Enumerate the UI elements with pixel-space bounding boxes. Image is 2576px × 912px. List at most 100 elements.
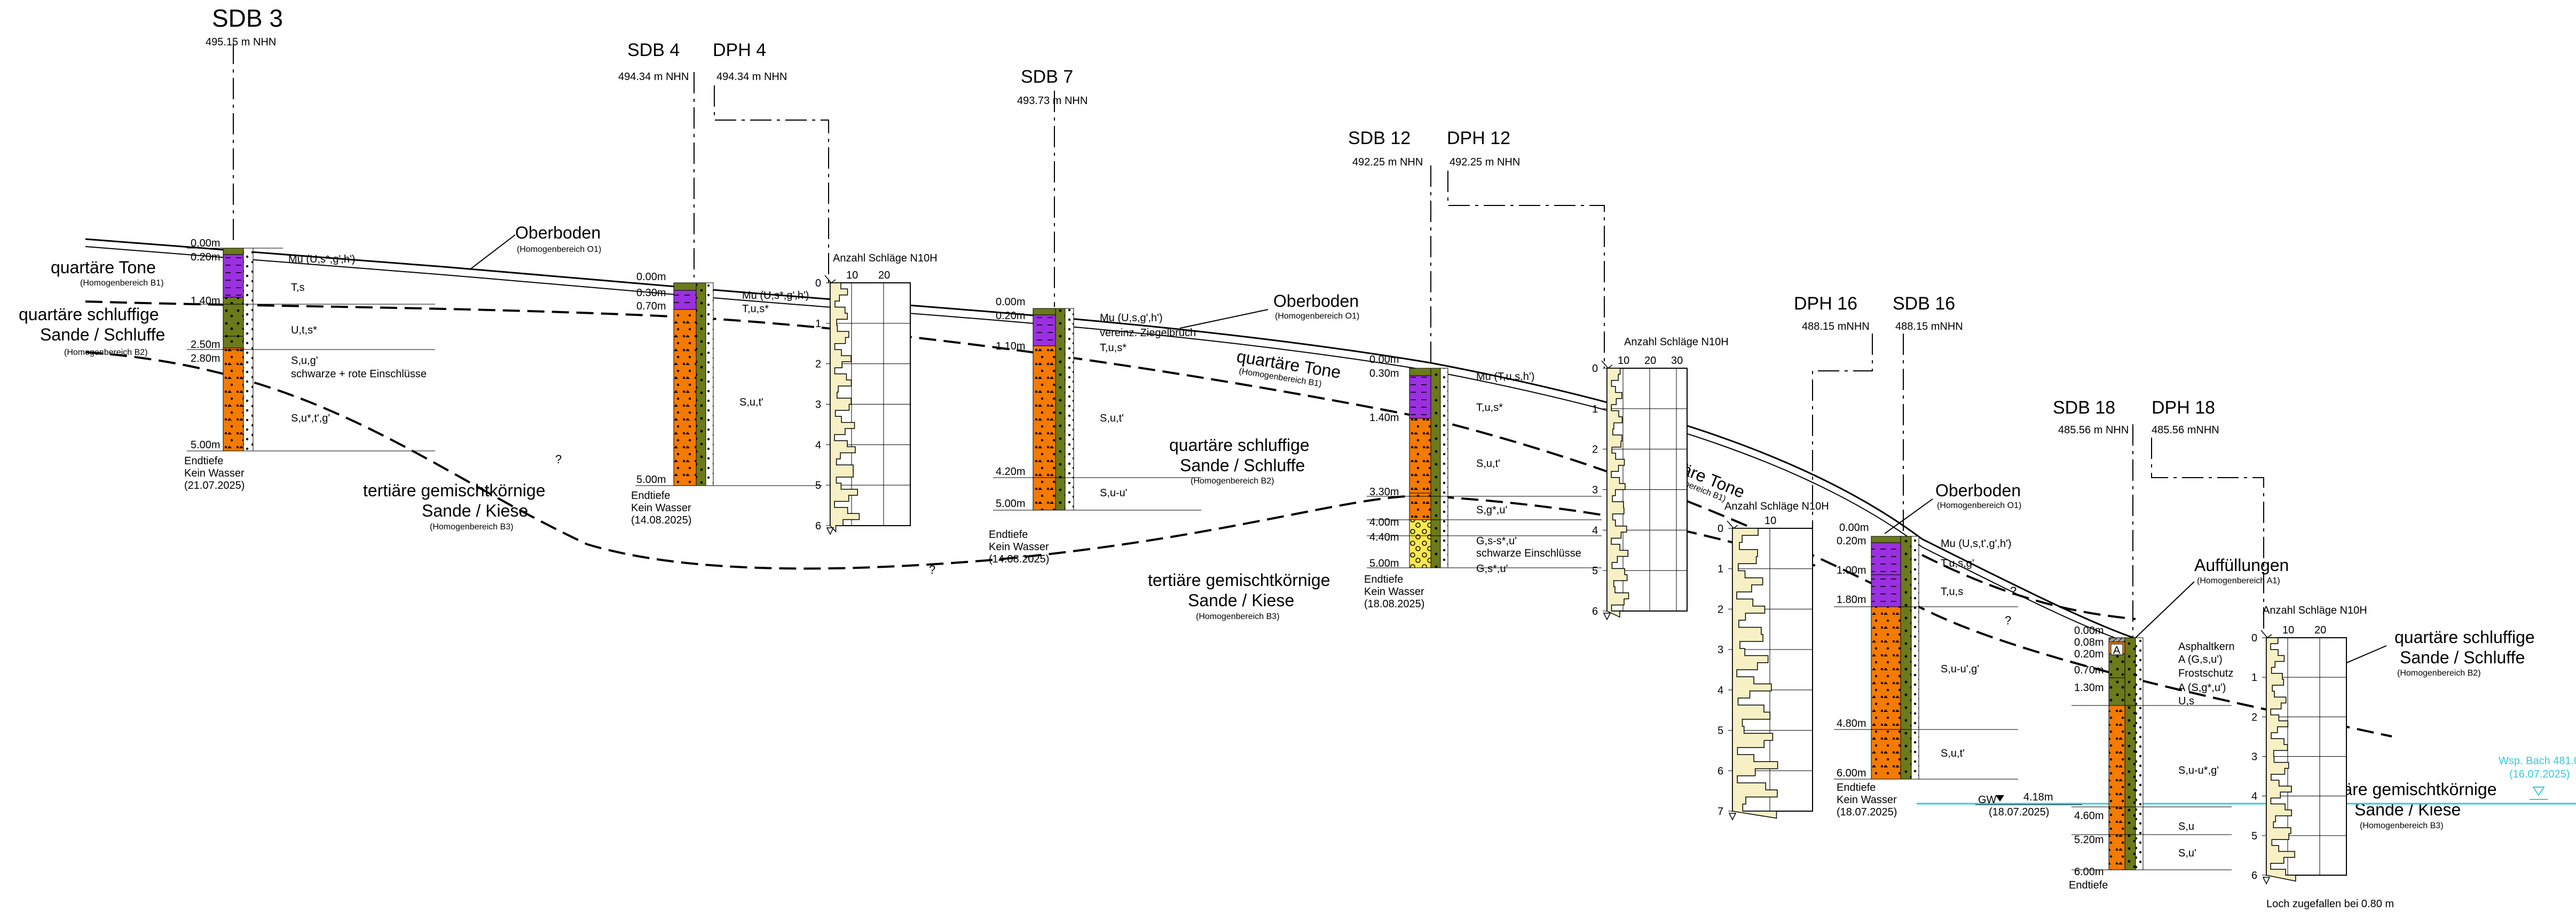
depth-0: 0.00m bbox=[636, 271, 666, 283]
layer-label-0: Asphaltkern bbox=[2178, 641, 2235, 653]
label-oberboden-1: Oberboden bbox=[515, 223, 601, 242]
borehole-sdb12: SDB 12 492.25 m NHN 0.00m 0.30m 1.40m 3.… bbox=[1348, 128, 1602, 610]
dph4-probe: DPH 4 494.34 m NHN Anzahl Schläge N10H 1… bbox=[713, 40, 938, 535]
label-oberboden-2-sub: (Homogenbereich O1) bbox=[1275, 312, 1359, 321]
label-oberboden-2: Oberboden bbox=[1273, 291, 1359, 311]
a-badge: A bbox=[2113, 645, 2121, 656]
dph-ytick: 4 bbox=[1718, 685, 1723, 696]
dph16-probe: DPH 16 488.15 mNHN Anzahl Schläge N10H 1… bbox=[1718, 294, 1873, 821]
dph-xtick: 10 bbox=[1764, 515, 1776, 527]
dph-ytick: 3 bbox=[1592, 485, 1598, 496]
layer-mu bbox=[223, 248, 244, 255]
dph-profile bbox=[1732, 528, 1778, 819]
label-tone-1-sub: (Homogenbereich B1) bbox=[80, 279, 164, 288]
dph-end-arrow bbox=[1728, 813, 1737, 821]
dph-ytick: 0 bbox=[1718, 523, 1723, 535]
dph-ytick: 1 bbox=[1718, 564, 1723, 575]
label-tert-2a: tertiäre gemischtkörnige bbox=[1148, 570, 1330, 590]
column-hatch bbox=[1900, 536, 1912, 780]
foot-1: Kein Wasser bbox=[1364, 586, 1424, 598]
layer-sand bbox=[1033, 345, 1056, 511]
layer-label-4: G,s-s*,u' bbox=[1476, 535, 1517, 547]
layer-mu bbox=[1033, 308, 1056, 315]
column-dots bbox=[1440, 368, 1448, 568]
label-sande-3b: Sande / Schluffe bbox=[2400, 648, 2525, 667]
depth-1: 0.20m bbox=[1837, 535, 1866, 547]
label-sande-2-sub: (Homogenbereich B2) bbox=[1191, 477, 1274, 486]
layer-mu bbox=[1871, 536, 1901, 543]
layer-tone bbox=[1409, 375, 1431, 419]
borehole-sdb4: SDB 4 494.34 m NHN 0.00m 0.30m 0.70m 5.0… bbox=[618, 40, 822, 526]
depth-1: 0.20m bbox=[191, 251, 220, 263]
depth-0: 0.00m bbox=[1839, 522, 1869, 534]
depth-6: 5.00m bbox=[1369, 558, 1399, 569]
layer-sand bbox=[1409, 418, 1431, 494]
dph-ytick: 5 bbox=[815, 480, 821, 491]
layer-label-4: U,s bbox=[2178, 695, 2194, 707]
layer-label-2: T,u,s bbox=[1941, 586, 1963, 598]
label-sande-3-sub: (Homogenbereich B2) bbox=[2397, 669, 2481, 678]
dph-start-arrow bbox=[824, 275, 836, 284]
depth-7: 6.00m bbox=[2074, 866, 2104, 878]
leader-auffuellungen bbox=[2135, 581, 2195, 638]
a-badge-box bbox=[2110, 644, 2123, 655]
layer-label-6: S,u bbox=[2178, 821, 2194, 832]
depth-5: 5.00m bbox=[191, 439, 220, 451]
dph-ytick: 1 bbox=[2251, 672, 2257, 684]
dph-ytick: 4 bbox=[2251, 791, 2257, 803]
dph-leader bbox=[1447, 171, 1605, 368]
foot-0: Endtiefe bbox=[184, 455, 223, 467]
dph-elev: 488.15 mNHN bbox=[1802, 321, 1870, 332]
dph-ytick: 6 bbox=[1592, 606, 1598, 617]
label-sande-1b: Sande / Schluffe bbox=[40, 325, 165, 344]
dph-ytick: 5 bbox=[1718, 725, 1723, 737]
bach-water-symbol bbox=[2530, 787, 2548, 804]
leader-oberboden-3 bbox=[1884, 498, 1933, 534]
column-dots bbox=[2135, 637, 2144, 870]
dph-title: DPH 16 bbox=[1794, 294, 1857, 314]
borehole-elev: 488.15 mNHN bbox=[1895, 321, 1963, 332]
depth-3: 0.70m bbox=[2074, 664, 2104, 676]
borehole-title: SDB 16 bbox=[1893, 294, 1955, 314]
layer-sand-1 bbox=[2108, 705, 2125, 807]
borehole-elev: 493.73 m NHN bbox=[1017, 95, 1088, 107]
borehole-sdb7: SDB 7 493.73 m NHN 0.00m 0.20m 1.10m 4.2… bbox=[989, 67, 1201, 565]
sande-base-line bbox=[85, 351, 1816, 570]
depth-0: 0.00m bbox=[2074, 625, 2104, 637]
layer-label-0: Mu (U,s,g',h') bbox=[1100, 312, 1163, 324]
dph18-probe: DPH 18 485.56 mNHN Anzahl Schläge N10H L… bbox=[2151, 398, 2394, 910]
dph-axis-title: Anzahl Schläge N10H bbox=[1624, 336, 1729, 348]
dph-xtick: 20 bbox=[2314, 624, 2326, 636]
oberboden-base-line bbox=[85, 246, 2141, 647]
borehole-title: SDB 12 bbox=[1348, 128, 1411, 148]
layer-sand bbox=[673, 309, 697, 486]
layer-sand-g bbox=[223, 336, 244, 348]
dph-leader bbox=[714, 85, 829, 283]
depth-4: 1.30m bbox=[2074, 682, 2104, 694]
label-tert-3b: Sande / Kiese bbox=[2354, 800, 2461, 819]
dph-elev: 485.56 mNHN bbox=[2152, 424, 2219, 436]
borehole-title: SDB 3 bbox=[212, 4, 283, 32]
depth-2: 1.10m bbox=[996, 340, 1026, 352]
foot-2: (18.08.2025) bbox=[1364, 598, 1424, 610]
gw-marker bbox=[1996, 795, 2004, 802]
dph-xtick: 20 bbox=[1644, 355, 1656, 367]
layer-label-0: Mu (U,s*,g',h') bbox=[288, 253, 355, 265]
dph-ytick: 6 bbox=[1718, 765, 1723, 777]
label-tert-1-sub: (Homogenbereich B3) bbox=[430, 522, 514, 532]
dph-ytick: 6 bbox=[815, 520, 821, 532]
layer-sand-1 bbox=[1871, 606, 1901, 730]
layer-label-1: T,u,s,g' bbox=[1941, 558, 1974, 569]
gw-date: (18.07.2025) bbox=[1989, 806, 2049, 818]
label-oberboden-1-sub: (Homogenbereich O1) bbox=[517, 245, 601, 254]
dph-ytick: 2 bbox=[1592, 444, 1598, 456]
layer-asphalt bbox=[2108, 637, 2125, 643]
layer-label-2: S,u,t' bbox=[739, 396, 763, 408]
label-sande-3a: quartäre schluffige bbox=[2394, 628, 2535, 647]
depth-4: 5.00m bbox=[996, 498, 1026, 510]
tone-base-line bbox=[85, 300, 2392, 737]
layer-label-1: T,u,s* bbox=[742, 303, 769, 315]
label-oberboden-3-sub: (Homogenbereich O1) bbox=[1937, 501, 2021, 510]
depth-3: 1.80m bbox=[1837, 594, 1866, 606]
